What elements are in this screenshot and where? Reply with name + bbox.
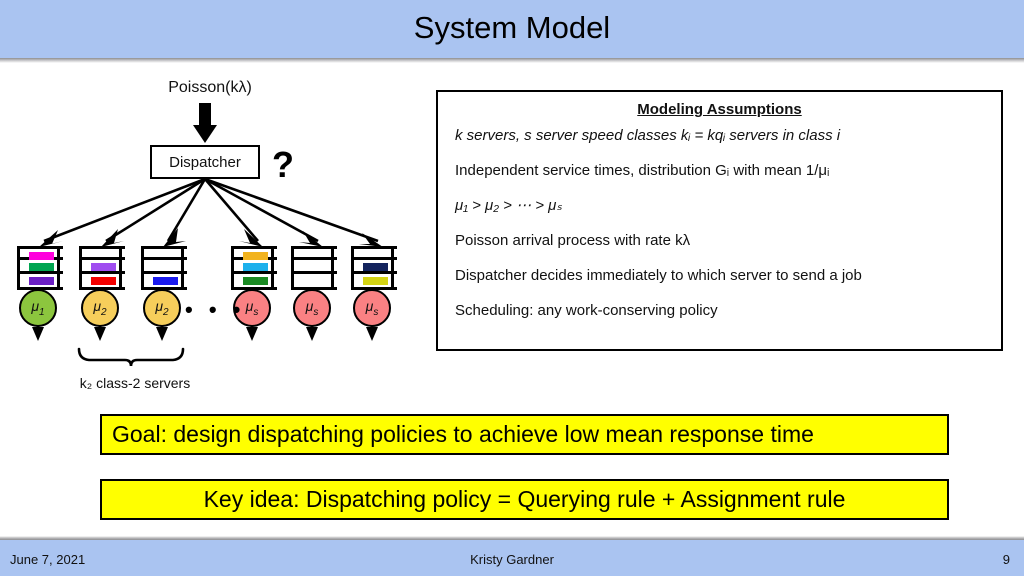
ellipsis-label: • • • <box>185 297 246 322</box>
dispatcher-label: Dispatcher <box>169 153 241 171</box>
question-mark-label: ? <box>272 144 294 185</box>
server-5[interactable]: μs <box>293 289 331 327</box>
title-bar <box>0 0 1024 58</box>
footer-author: Kristy Gardner <box>470 552 554 567</box>
arrival-rate-label: Poisson(kλ) <box>168 79 252 96</box>
assumption-item-1: k servers, s server speed classes kᵢ = k… <box>455 127 841 144</box>
job-block <box>243 277 268 285</box>
goal-text: Goal: design dispatching policies to ach… <box>112 421 814 447</box>
dispatch-fanout-arrows-icon <box>43 177 379 243</box>
server-4[interactable]: μs <box>233 289 271 327</box>
dispatcher-box[interactable]: Dispatcher <box>150 145 260 179</box>
server-1[interactable]: μ1 <box>19 289 57 327</box>
class2-brace-icon <box>77 347 185 367</box>
queue-4-slot-0 <box>234 246 277 260</box>
queue-5-slot-1 <box>294 260 337 274</box>
modeling-assumptions-heading: Modeling Assumptions <box>637 101 802 118</box>
server-2[interactable]: μ2 <box>81 289 119 327</box>
queue-6 <box>351 246 397 290</box>
job-block <box>363 277 388 285</box>
title-bar-shadow <box>0 58 1024 63</box>
queue-2 <box>79 246 125 290</box>
queue-5-slot-2 <box>294 274 337 290</box>
queue-4-slot-1 <box>234 260 277 274</box>
assumption-item-5: Dispatcher decides immediately to which … <box>455 267 862 284</box>
server-3[interactable]: μ2 <box>143 289 181 327</box>
queue-2-slot-1 <box>82 260 125 274</box>
queue-6-slot-0 <box>354 246 397 260</box>
modeling-assumptions-box: Modeling Assumptions k servers, s server… <box>436 90 1003 351</box>
modeling-assumptions-list: k servers, s server speed classes kᵢ = k… <box>455 126 995 336</box>
queue-1-slot-2 <box>20 274 63 290</box>
queue-2-slot-0 <box>82 246 125 260</box>
queue-2-slot-2 <box>82 274 125 290</box>
queue-1-box <box>17 246 63 290</box>
job-block <box>29 277 54 285</box>
footer-shadow <box>0 536 1024 540</box>
queue-6-box <box>351 246 397 290</box>
arrival-arrow-icon <box>193 103 217 143</box>
queue-5-slot-0 <box>294 246 337 260</box>
queue-4 <box>231 246 277 290</box>
footer-page-number: 9 <box>1002 552 1010 567</box>
queue-6-slot-1 <box>354 260 397 274</box>
queue-3-box <box>141 246 187 290</box>
queue-2-box <box>79 246 125 290</box>
footer-bar <box>0 540 1024 576</box>
queue-3-slot-0 <box>144 246 187 260</box>
job-block <box>91 277 116 285</box>
footer-date: June 7, 2021 <box>10 552 86 567</box>
queue-5 <box>291 246 337 290</box>
job-block <box>29 262 54 271</box>
queue-4-slot-2 <box>234 274 277 290</box>
job-block <box>243 251 268 260</box>
key-idea-text: Key idea: Dispatching policy = Querying … <box>203 486 846 512</box>
system-diagram: Poisson(kλ) <box>0 63 430 403</box>
queue-1-slot-0 <box>20 246 63 260</box>
assumption-item-4: Poisson arrival process with rate kλ <box>455 232 691 249</box>
job-block <box>91 262 116 271</box>
queue-3 <box>141 246 187 290</box>
class2-servers-caption: k₂ class-2 servers <box>79 375 191 391</box>
queue-5-box <box>291 246 337 290</box>
diagram-arrows-svg <box>32 103 383 367</box>
job-block <box>29 251 54 260</box>
assumption-item-2: Independent service times, distribution … <box>455 162 830 179</box>
dispatch-arrowheads-icon <box>39 228 383 247</box>
page-title: System Model <box>413 10 611 45</box>
key-idea-highlight-box: Key idea: Dispatching policy = Querying … <box>100 479 949 520</box>
queue-1 <box>17 246 63 290</box>
queue-4-box <box>231 246 277 290</box>
queue-1-slot-1 <box>20 260 63 274</box>
job-block <box>363 262 388 271</box>
queue-3-slot-1 <box>144 260 187 274</box>
assumption-item-6: Scheduling: any work-conserving policy <box>455 302 718 319</box>
job-block <box>153 277 178 285</box>
queue-3-slot-2 <box>144 274 187 290</box>
server-6[interactable]: μs <box>353 289 391 327</box>
job-block <box>243 262 268 271</box>
queue-6-slot-2 <box>354 274 397 290</box>
goal-highlight-box: Goal: design dispatching policies to ach… <box>100 414 949 455</box>
assumption-item-3: μ₁ > μ₂ > ⋯ > μₛ <box>455 197 562 214</box>
